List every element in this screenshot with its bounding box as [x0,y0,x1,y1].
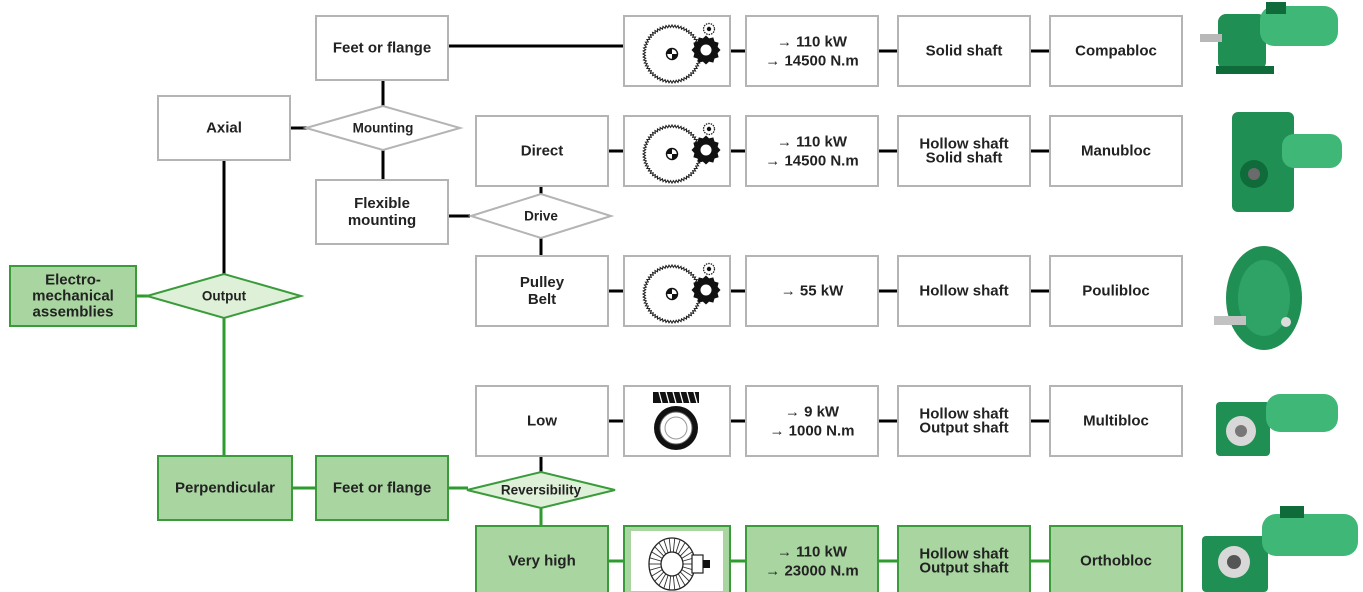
gear-manubloc-box [624,116,730,186]
spec-box-poulibloc: → 55 kW [746,256,878,326]
feet-flange-perp-option: Feet or flange [316,456,448,520]
bevel-gear-motor-photo [1202,506,1358,592]
spec-box-multibloc-frame [746,386,878,456]
spec-power: → 110 kW [777,544,848,561]
spec-torque: → 14500 N.m [765,53,858,70]
product-box-multibloc-label: Multibloc [1083,413,1149,430]
product-box-manubloc: Manubloc [1050,116,1182,186]
output-diamond: Output [147,274,301,318]
type-box-poulibloc-label-1: Pulley [520,274,565,291]
spec-box-compabloc-frame [746,16,878,86]
axial-option: Axial [158,96,290,160]
product-box-poulibloc: Poulibloc [1050,256,1182,326]
perpendicular-option-label: Perpendicular [175,480,275,497]
root-node-label-2: mechanical [32,288,114,305]
product-box-poulibloc-label: Poulibloc [1082,283,1150,300]
type-box-multibloc: Low [476,386,608,456]
root-node-label-3: assemblies [33,304,114,321]
output-diamond-label: Output [202,289,247,304]
feet-flange-axial-option: Feet or flange [316,16,448,80]
drive-diamond: Drive [471,194,611,238]
mounting-diamond-label: Mounting [353,121,414,136]
spec-power: → 110 kW [777,34,848,51]
gear-compabloc-box [624,16,730,86]
shaft-box-compabloc: Solid shaft [898,16,1030,86]
mounting-diamond: Mounting [306,106,460,150]
drive-diamond-label: Drive [524,209,558,224]
spec-box-orthobloc: → 110 kW → 23000 N.m [746,526,878,592]
reversibility-diamond-label: Reversibility [501,483,582,498]
root-node-label-1: Electro- [45,272,101,289]
gear-poulibloc-box [624,256,730,326]
product-box-orthobloc: Orthobloc [1050,526,1182,592]
axial-option-label: Axial [206,120,242,137]
flexible-mounting-option-label-2: mounting [348,212,416,229]
shaft-box-orthobloc-label-2: Output shaft [919,560,1008,577]
perpendicular-option: Perpendicular [158,456,292,520]
type-box-multibloc-label: Low [527,413,557,430]
pulley-gear-unit-photo [1214,246,1302,350]
worm-gear-motor-photo [1216,394,1338,456]
gear-motor-photo [1200,2,1338,74]
product-box-orthobloc-label: Orthobloc [1080,553,1152,570]
product-box-multibloc: Multibloc [1050,386,1182,456]
feet-flange-perp-option-label: Feet or flange [333,480,431,497]
spec-torque: → 14500 N.m [765,153,858,170]
spec-power: → 110 kW [777,134,848,151]
type-box-poulibloc-label-2: Belt [528,291,556,308]
spec-box-manubloc: → 110 kW → 14500 N.m [746,116,878,186]
spec-box-compabloc: → 110 kW → 14500 N.m [746,16,878,86]
worm-gear-icon [653,392,699,450]
spec-box-manubloc-frame [746,116,878,186]
type-box-manubloc-label: Direct [521,143,564,160]
gear-orthobloc-box [624,526,730,592]
reversibility-diamond: Reversibility [467,472,615,508]
product-box-compabloc-label: Compabloc [1075,43,1157,60]
spec-power: → 55 kW [781,283,844,300]
spec-torque: → 1000 N.m [769,423,854,440]
type-box-manubloc: Direct [476,116,608,186]
type-box-orthobloc-label: Very high [508,553,576,570]
type-box-orthobloc: Very high [476,526,608,592]
shaft-box-multibloc-label-2: Output shaft [919,420,1008,437]
feet-flange-axial-option-label: Feet or flange [333,40,431,57]
shaft-mounted-gear-unit-photo [1232,112,1342,212]
shaft-box-compabloc-label: Solid shaft [926,43,1003,60]
product-box-manubloc-label: Manubloc [1081,143,1151,160]
shaft-box-poulibloc-label: Hollow shaft [919,283,1008,300]
spec-box-multibloc: → 9 kW → 1000 N.m [746,386,878,456]
product-box-compabloc: Compabloc [1050,16,1182,86]
spec-torque: → 23000 N.m [765,563,858,580]
flexible-mounting-option-label-1: Flexible [354,195,410,212]
shaft-box-manubloc-label-2: Solid shaft [926,150,1003,167]
gear-multibloc-box [624,386,730,456]
shaft-box-poulibloc: Hollow shaft [898,256,1030,326]
spec-power: → 9 kW [785,404,840,421]
